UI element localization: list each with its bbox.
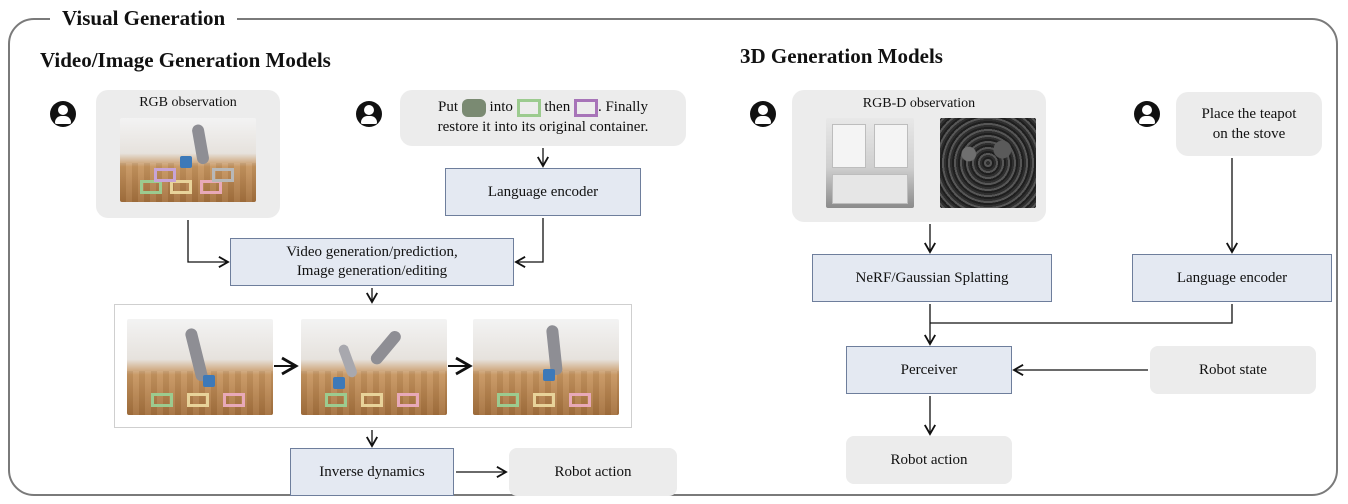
- rgb-observation-label: RGB observation: [139, 95, 237, 110]
- perceiver-box: Perceiver: [846, 346, 1012, 394]
- user-icon: [750, 101, 776, 127]
- rgb-kitchen-image: [826, 118, 914, 208]
- nerf-gaussian-splatting-box: NeRF/Gaussian Splatting: [812, 254, 1052, 302]
- video-generation-line-1: Video generation/prediction,: [286, 244, 458, 260]
- right-language-encoder-box: Language encoder: [1132, 254, 1332, 302]
- instruction-line-1: Put into then . Finally: [400, 97, 686, 117]
- instruction-line-2: restore it into its original container.: [437, 119, 649, 135]
- teapot-instruction-line-2: on the stove: [1212, 126, 1286, 142]
- generated-frame-2: [301, 319, 447, 415]
- instruction-bubble: Put into then . Finally restore it into …: [400, 90, 686, 146]
- instruction-into: into: [489, 99, 513, 115]
- line-encoder-to-perceiver: [930, 304, 1233, 324]
- arrow-rgb-to-generation: [187, 220, 230, 268]
- right-robot-action-box: Robot action: [846, 436, 1012, 484]
- rgbd-observation-label: RGB-D observation: [862, 96, 976, 111]
- rgb-observation-panel: RGB observation: [96, 90, 280, 218]
- rgbd-observation-panel: RGB-D observation: [792, 90, 1046, 222]
- robot-state-box: Robot state: [1150, 346, 1316, 394]
- instruction-then: then: [544, 99, 571, 115]
- frame-title: Visual Generation: [50, 6, 238, 30]
- generated-frame-3: [473, 319, 619, 415]
- green-container-icon: [516, 98, 541, 117]
- inverse-dynamics-box: Inverse dynamics: [290, 448, 454, 496]
- rgb-observation-image: [120, 118, 256, 202]
- instruction-finally: . Finally: [597, 99, 648, 115]
- arrow-encoder-to-generation: [514, 218, 544, 268]
- instruction-put: Put: [438, 99, 459, 115]
- user-icon: [50, 101, 76, 127]
- depth-pointcloud-image: [940, 118, 1036, 208]
- language-encoder-box: Language encoder: [445, 168, 641, 216]
- user-icon: [356, 101, 382, 127]
- block-object-icon: [461, 98, 486, 117]
- generated-frames-panel: [114, 304, 632, 428]
- generated-frame-1: [127, 319, 273, 415]
- left-section-title: Video/Image Generation Models: [40, 48, 331, 72]
- video-generation-box: Video generation/prediction, Image gener…: [230, 238, 514, 286]
- video-generation-line-2: Image generation/editing: [296, 263, 448, 279]
- visual-generation-frame: [8, 18, 1338, 496]
- user-icon: [1134, 101, 1160, 127]
- right-section-title: 3D Generation Models: [740, 44, 943, 68]
- left-robot-action-box: Robot action: [509, 448, 677, 496]
- purple-container-icon: [573, 98, 598, 117]
- teapot-instruction-line-1: Place the teapot: [1201, 106, 1297, 122]
- teapot-instruction-bubble: Place the teapot on the stove: [1176, 92, 1322, 156]
